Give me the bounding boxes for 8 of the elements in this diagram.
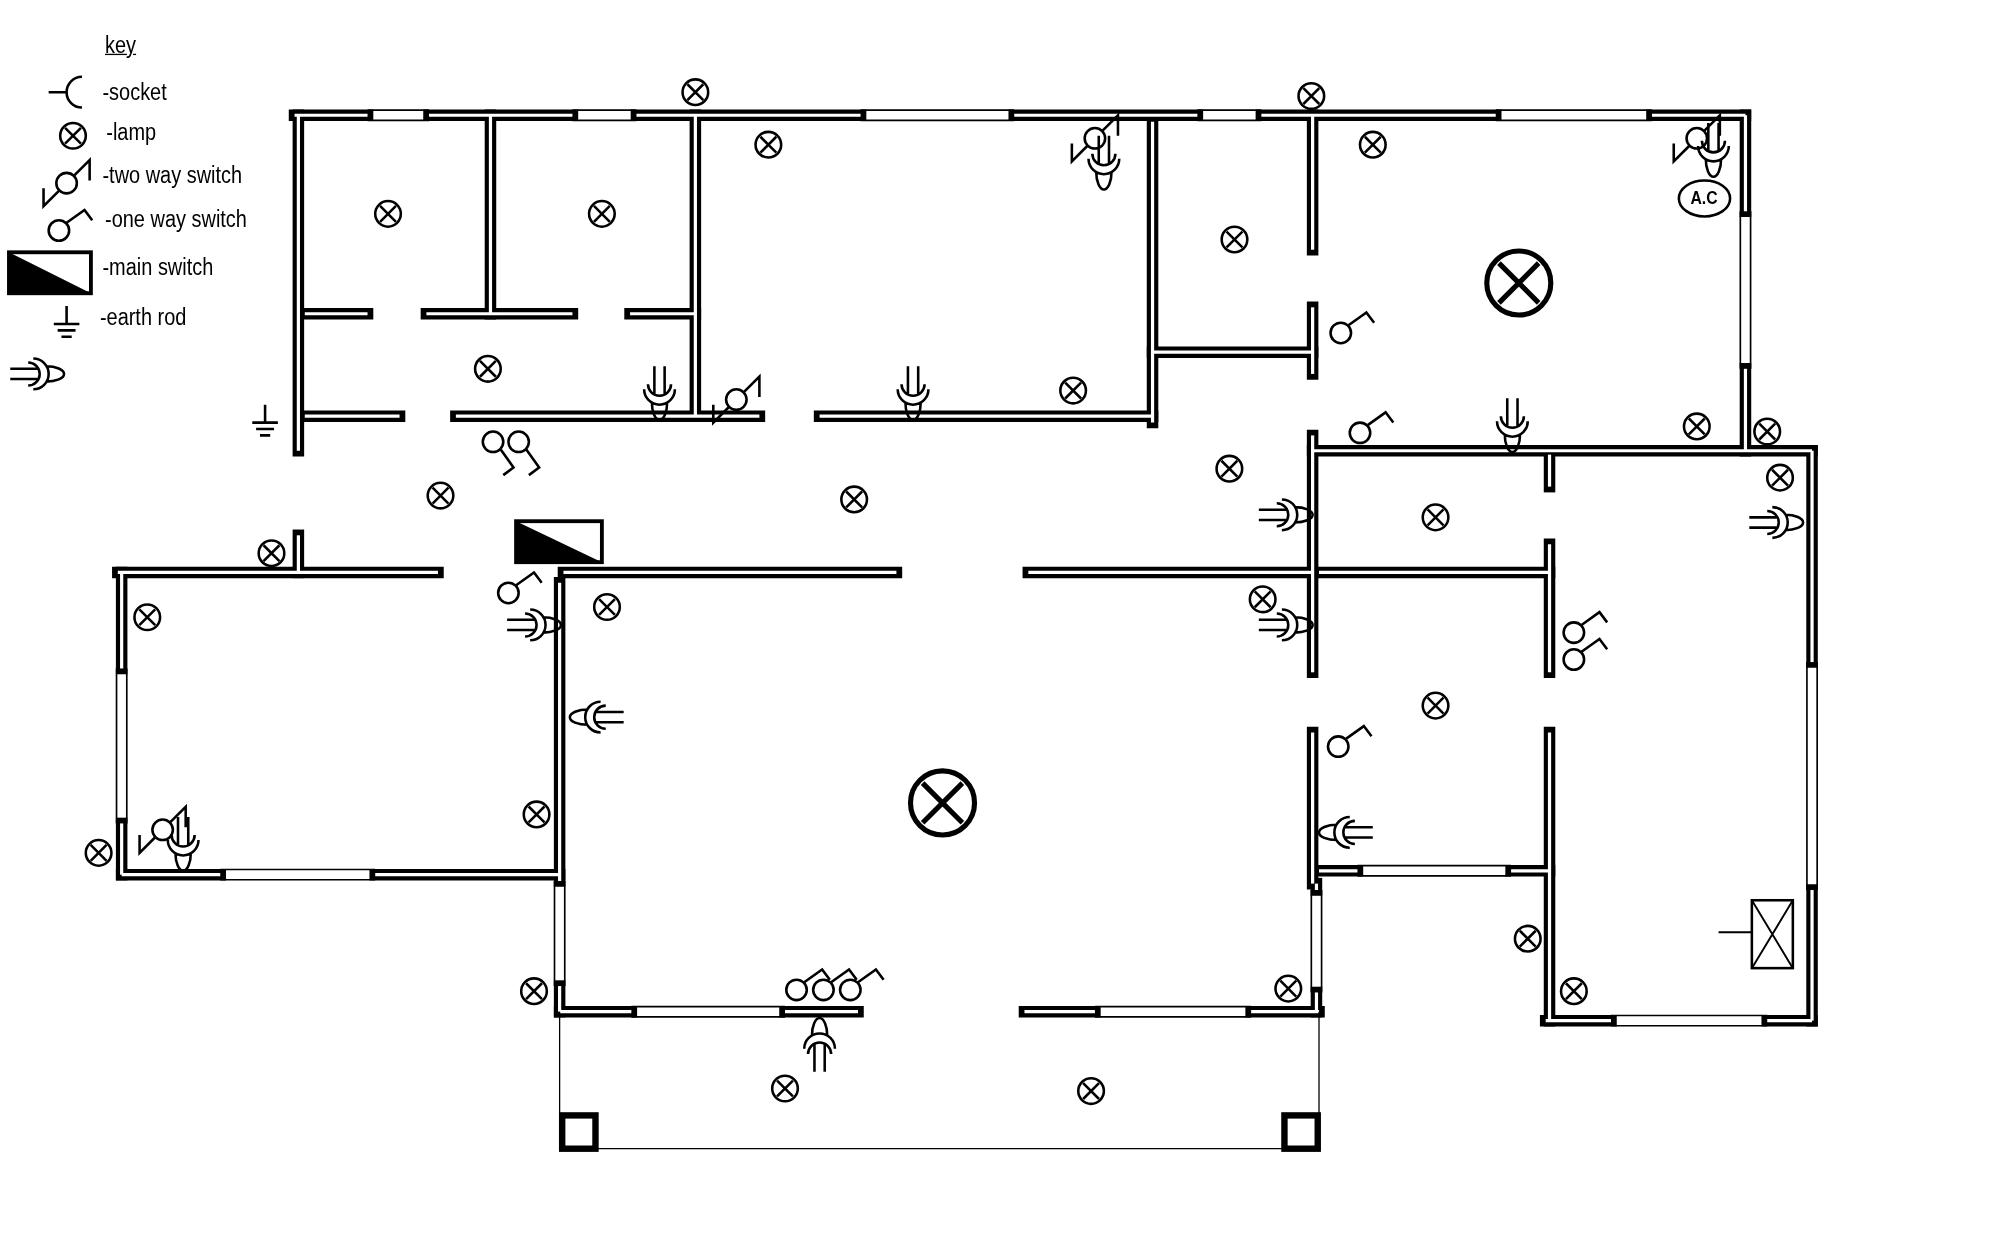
appliance-label: A.C bbox=[1690, 186, 1718, 207]
legend-label: -one way switch bbox=[105, 206, 247, 231]
legend-label: -earth rod bbox=[99, 304, 187, 330]
legend-label: -two way switch bbox=[102, 162, 243, 187]
legend-label: -lamp bbox=[106, 119, 157, 144]
legend-heading: key bbox=[105, 32, 137, 57]
legend-label: -socket bbox=[102, 79, 167, 104]
legend-label: -main switch bbox=[102, 254, 214, 280]
